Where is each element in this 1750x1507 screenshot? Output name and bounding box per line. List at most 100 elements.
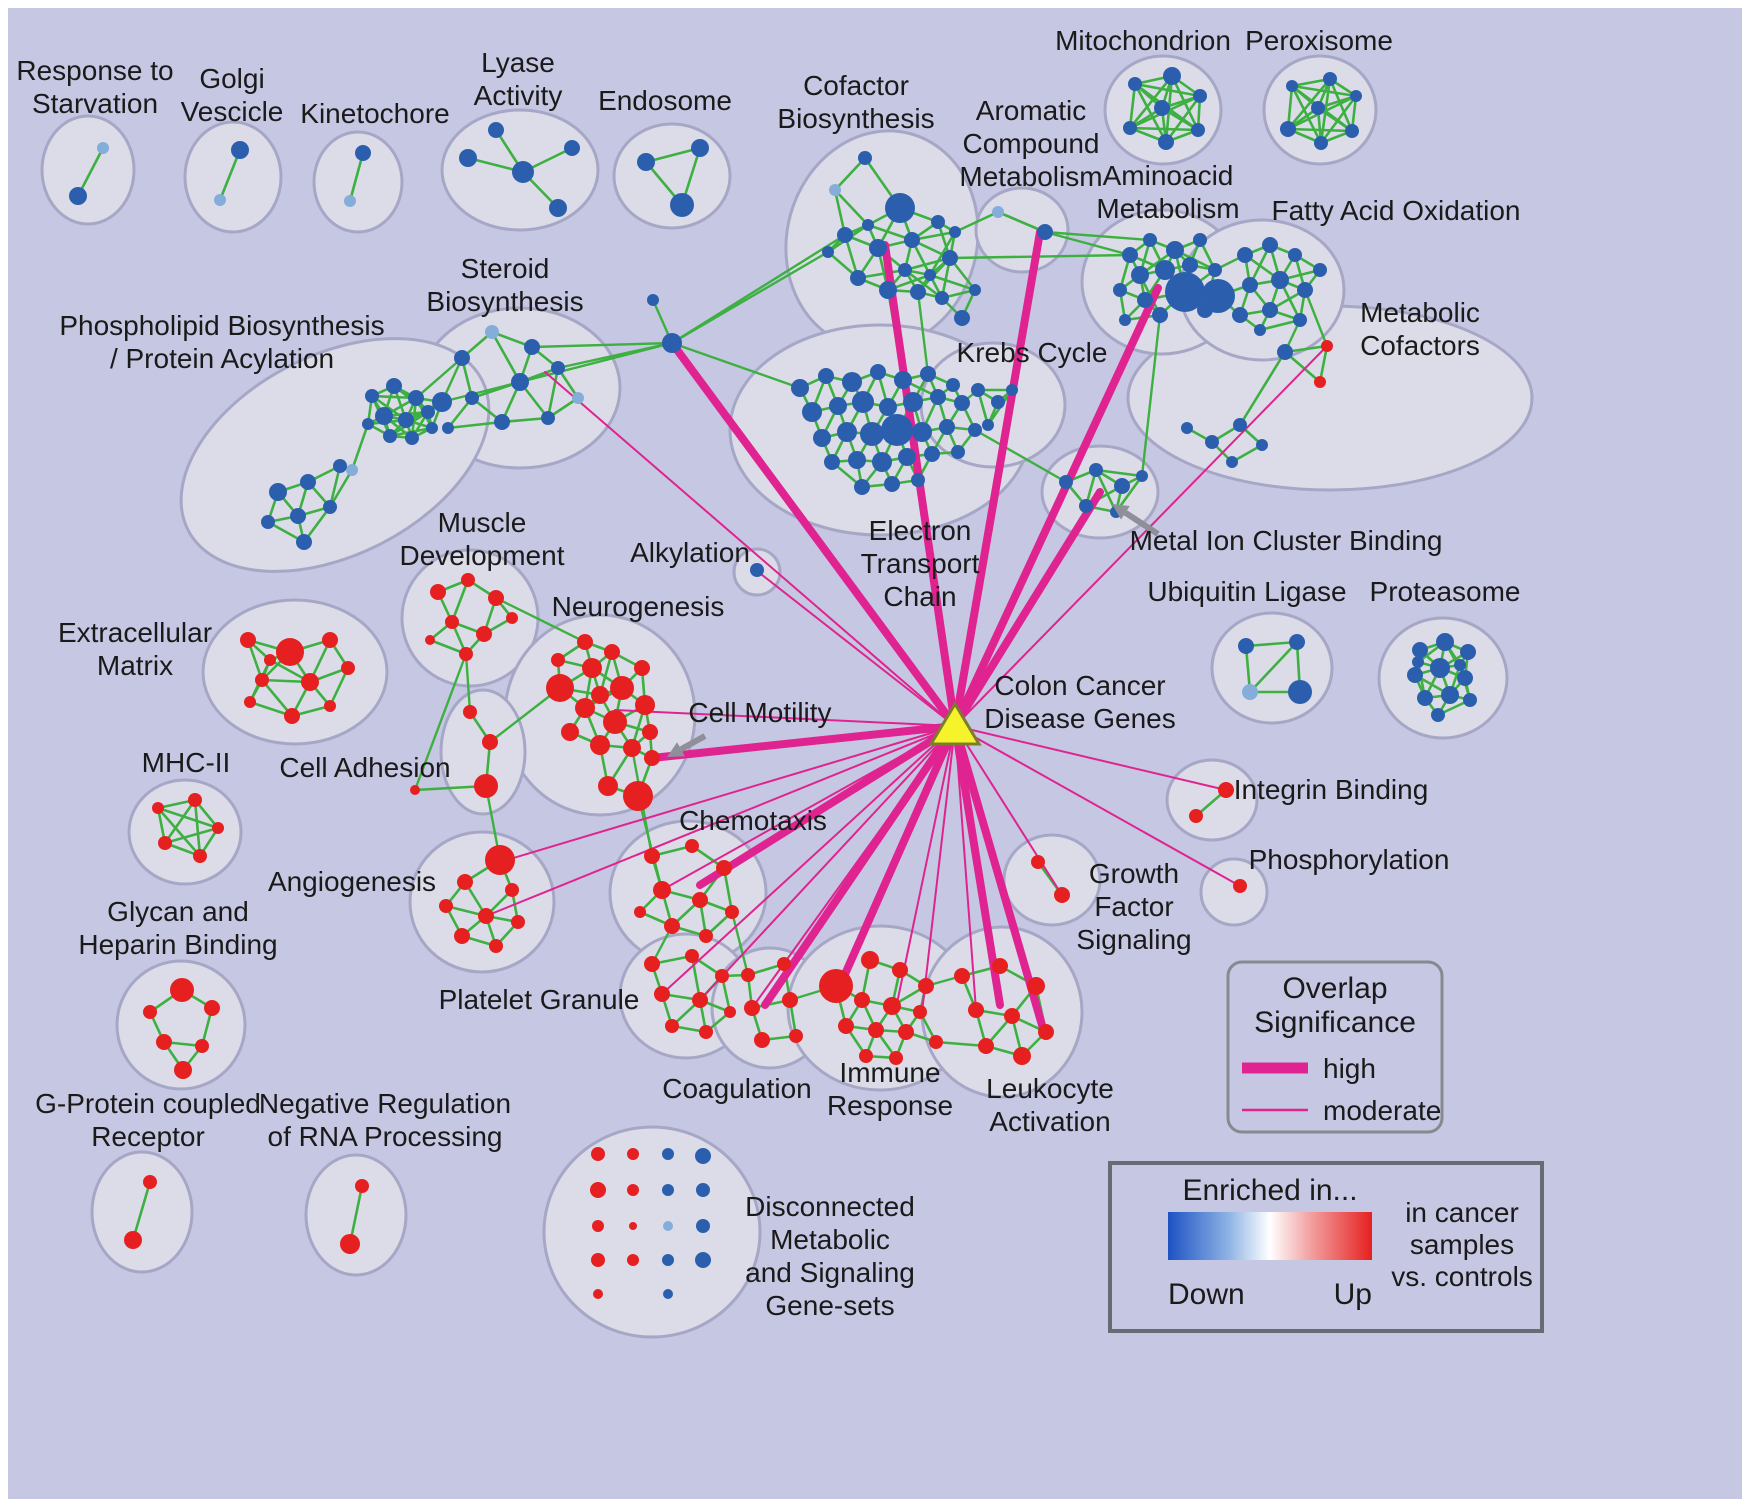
- gene-set-node: [255, 673, 269, 687]
- label-metal-ion-cluster-binding: Metal Ion Cluster Binding: [1130, 525, 1443, 556]
- gene-set-node: [663, 1221, 673, 1231]
- gene-overlap-edge: [645, 146, 701, 164]
- gene-set-node: [741, 968, 755, 982]
- gene-set-node: [670, 193, 694, 217]
- gene-set-node: [644, 750, 660, 766]
- legend-edge-label-moderate: moderate: [1323, 1095, 1441, 1126]
- label-aminoacid-metabolism: Metabolism: [1096, 193, 1239, 224]
- gene-set-node: [1089, 463, 1103, 477]
- gene-set-node: [143, 1005, 157, 1019]
- label-glycan-heparin-binding: Glycan and: [107, 896, 249, 927]
- gene-set-node: [1431, 708, 1445, 722]
- gene-set-node: [724, 1006, 736, 1018]
- gene-set-node: [193, 849, 207, 863]
- gene-set-node: [551, 361, 565, 375]
- gene-set-node: [1441, 686, 1459, 704]
- gene-set-node: [296, 534, 312, 550]
- overlap-significance-legend-title: Overlap: [1282, 972, 1387, 1005]
- gene-set-node: [604, 644, 620, 660]
- gene-set-node: [868, 1022, 884, 1038]
- gene-set-node: [591, 1147, 605, 1161]
- gene-overlap-edge: [157, 806, 219, 830]
- gene-set-node: [715, 969, 729, 983]
- gene-set-node: [623, 781, 653, 811]
- gene-set-node: [818, 368, 834, 384]
- enrichment-legend-title: Enriched in...: [1182, 1174, 1357, 1207]
- gene-set-node: [598, 776, 618, 796]
- gene-set-node: [300, 474, 316, 490]
- gene-set-node: [634, 660, 650, 676]
- gene-set-node: [662, 1254, 674, 1266]
- gene-set-node: [405, 431, 419, 445]
- overlap-edge-moderate: [756, 570, 956, 727]
- gene-set-node: [637, 153, 655, 171]
- gene-set-node: [696, 1183, 710, 1197]
- gene-set-node: [561, 723, 579, 741]
- overlap-edge-moderate: [921, 725, 956, 1013]
- gene-set-node: [869, 239, 887, 257]
- gene-set-node: [1189, 809, 1203, 823]
- gene-set-node: [485, 845, 515, 875]
- label-electron-transport-chain: Transport: [861, 548, 980, 579]
- gene-set-node: [591, 686, 609, 704]
- gene-set-node: [968, 1002, 984, 1018]
- gene-set-node: [1314, 376, 1326, 388]
- gene-set-node: [850, 270, 866, 286]
- gene-set-node: [898, 1024, 914, 1040]
- gene-set-node: [954, 310, 970, 326]
- inter-cluster-edge: [949, 253, 1131, 260]
- gene-set-node: [1166, 241, 1184, 259]
- gene-set-node: [1119, 314, 1131, 326]
- gene-set-node: [442, 422, 454, 434]
- gene-set-node: [978, 1038, 994, 1054]
- gene-set-node: [782, 992, 798, 1008]
- gene-set-node: [913, 1005, 927, 1019]
- gene-overlap-edge: [348, 152, 365, 202]
- gene-set-node: [653, 881, 671, 899]
- label-phospholipid-biosynthesis: / Protein Acylation: [110, 343, 334, 374]
- gene-set-node: [506, 612, 518, 624]
- gene-set-node: [750, 563, 764, 577]
- inter-cluster-edge: [531, 341, 673, 349]
- gene-set-node: [410, 785, 420, 795]
- label-disconnected-gene-sets: Metabolic: [770, 1224, 890, 1255]
- gene-set-node: [1037, 224, 1053, 240]
- gene-set-node: [1163, 67, 1181, 85]
- gene-set-node: [476, 626, 492, 642]
- gene-overlap-edge: [546, 367, 560, 419]
- gene-set-node: [1004, 1008, 1020, 1024]
- legend-edge-label-high: high: [1323, 1053, 1376, 1084]
- gene-set-node: [889, 1051, 903, 1065]
- label-negative-regulation-rna-processing: of RNA Processing: [268, 1121, 503, 1152]
- overlap-edge-moderate: [544, 371, 956, 727]
- label-disconnected-gene-sets: Disconnected: [745, 1191, 915, 1222]
- gene-set-node: [323, 500, 337, 514]
- cluster-ellipse-aromatic-compound-metabolism: [974, 186, 1070, 274]
- enrichment-gradient-bar: [1168, 1212, 1372, 1260]
- gene-overlap-edge: [447, 420, 503, 430]
- gene-set-node: [1242, 684, 1258, 700]
- cluster-ellipse-cell-adhesion: [439, 688, 527, 816]
- label-disconnected-gene-sets: Gene-sets: [765, 1290, 894, 1321]
- label-kinetochore: Kinetochore: [300, 98, 449, 129]
- gene-set-node: [862, 219, 874, 231]
- gene-set-node: [858, 151, 872, 165]
- gene-set-node: [1262, 302, 1278, 318]
- label-steroid-biosynthesis: Steroid: [461, 253, 550, 284]
- overlap-edge-high: [668, 339, 959, 730]
- gene-overlap-edge: [929, 273, 976, 292]
- connector-node: [647, 294, 659, 306]
- gene-set-node: [910, 284, 926, 300]
- inter-cluster-edge: [730, 911, 750, 976]
- gene-set-node: [1059, 475, 1073, 489]
- annotations: [667, 504, 1160, 757]
- overlap-edge-moderate: [699, 725, 956, 1001]
- label-glycan-heparin-binding: Heparin Binding: [78, 929, 277, 960]
- gene-set-node: [346, 464, 358, 476]
- gene-set-node: [1313, 263, 1327, 277]
- gene-set-node: [365, 389, 379, 403]
- gene-overlap-edge: [1318, 345, 1329, 383]
- gene-set-node: [842, 372, 862, 392]
- gene-set-node: [1113, 283, 1127, 297]
